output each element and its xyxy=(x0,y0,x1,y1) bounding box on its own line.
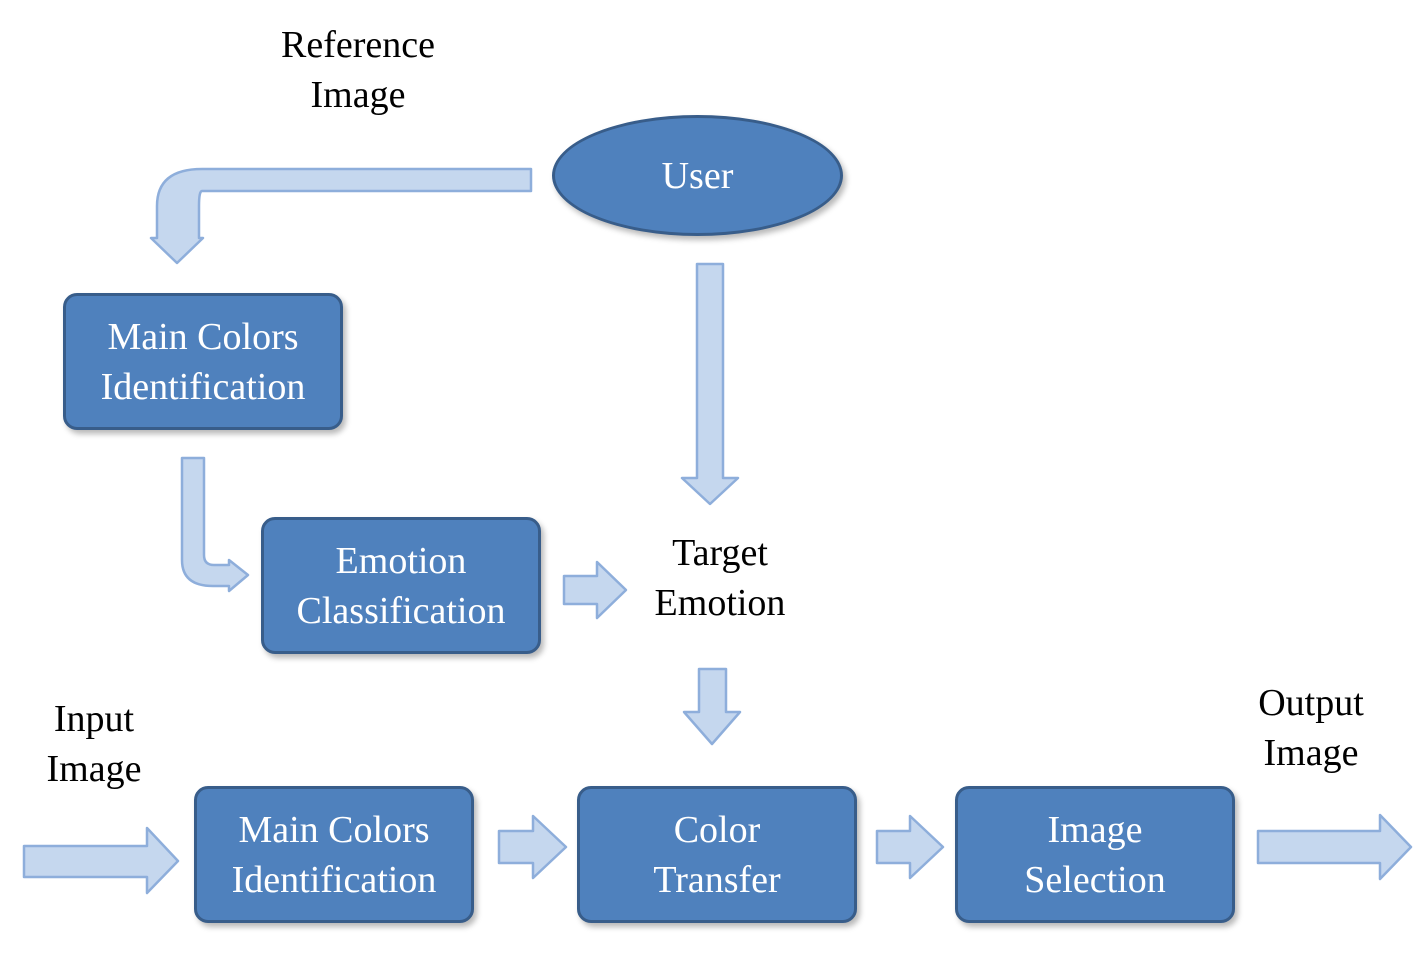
input-image-label: Input Image xyxy=(46,698,142,790)
target-emotion-label: Target Emotion xyxy=(654,532,786,624)
emotion-classification-node: Emotion Classification xyxy=(261,517,541,654)
color-transfer-node: Color Transfer xyxy=(577,786,857,923)
output-image-label: Output Image xyxy=(1258,682,1364,774)
image-selection-node: Image Selection xyxy=(955,786,1235,923)
arrow-user-to-main-colors-top xyxy=(149,167,533,265)
arrow-input-image xyxy=(22,826,180,895)
arrow-user-to-target-emotion xyxy=(680,262,740,506)
arrow-main-colors-to-color-transfer xyxy=(497,814,568,880)
user-node: User xyxy=(552,115,843,236)
reference-image-label: Reference Image xyxy=(281,24,435,116)
arrow-target-to-color-transfer xyxy=(682,667,742,746)
arrow-main-colors-to-emotion xyxy=(180,456,250,593)
arrow-output-image xyxy=(1256,813,1413,881)
arrow-color-transfer-to-image-selection xyxy=(875,814,945,880)
main-colors-identification-top-node: Main Colors Identification xyxy=(63,293,343,430)
arrow-emotion-to-target xyxy=(562,560,628,620)
main-colors-identification-bottom-node: Main Colors Identification xyxy=(194,786,474,923)
